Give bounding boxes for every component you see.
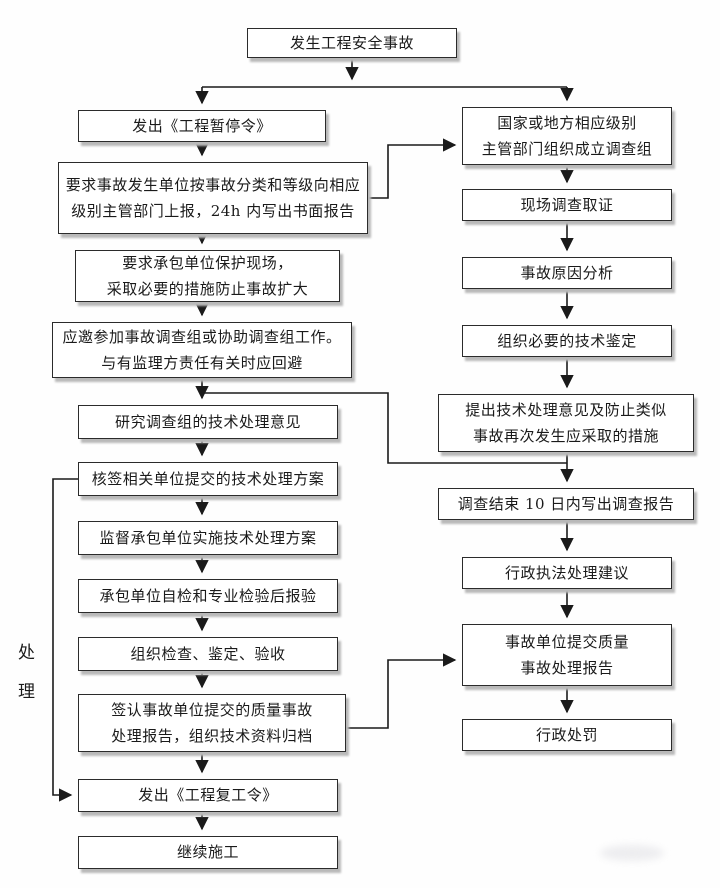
watermark	[600, 845, 664, 861]
node-propose-technical-opinions: 提出技术处理意见及防止类似 事故再次发生应采取的措施	[438, 394, 694, 452]
node-cause-analysis: 事故原因分析	[462, 257, 672, 289]
node-countersign-technical-plan: 核签相关单位提交的技术处理方案	[78, 462, 338, 496]
node-unit-submit-accident-report: 事故单位提交质量 事故处理报告	[462, 624, 672, 686]
node-study-technical-opinions: 研究调查组的技术处理意见	[78, 405, 338, 439]
node-site-investigation: 现场调查取证	[462, 189, 672, 221]
node-organize-inspection-acceptance: 组织检查、鉴定、验收	[78, 637, 338, 671]
node-protect-site: 要求承包单位保护现场， 采取必要的措施防止事故扩大	[75, 250, 340, 302]
node-supervise-implementation: 监督承包单位实施技术处理方案	[78, 521, 338, 555]
node-report-to-authorities: 要求事故发生单位按事故分类和等级向相应 级别主管部门上报，24h 内写出书面报告	[58, 162, 368, 234]
node-administrative-penalty: 行政处罚	[462, 719, 672, 751]
node-issue-suspension-order: 发出《工程暂停令》	[78, 110, 326, 142]
node-technical-appraisal: 组织必要的技术鉴定	[462, 325, 672, 357]
connectors	[52, 58, 574, 831]
node-join-investigation-team: 应邀参加事故调查组或协助调查组工作。 与有监理方责任有关时应回避	[52, 322, 352, 378]
node-contractor-self-inspection: 承包单位自检和专业检验后报验	[78, 579, 338, 613]
node-accident-occurs: 发生工程安全事故	[247, 28, 457, 58]
node-issue-resume-order: 发出《工程复工令》	[78, 779, 338, 812]
side-label-handling: 处 理	[18, 643, 35, 703]
node-continue-construction: 继续施工	[78, 836, 338, 869]
node-administrative-enforcement-suggestion: 行政执法处理建议	[462, 557, 672, 589]
node-countersign-accident-report: 签认事故单位提交的质量事故 处理报告，组织技术资料归档	[78, 694, 346, 752]
node-investigation-report: 调查结束 10 日内写出调查报告	[438, 488, 694, 520]
node-authority-form-investigation-team: 国家或地方相应级别 主管部门组织成立调查组	[462, 107, 672, 165]
